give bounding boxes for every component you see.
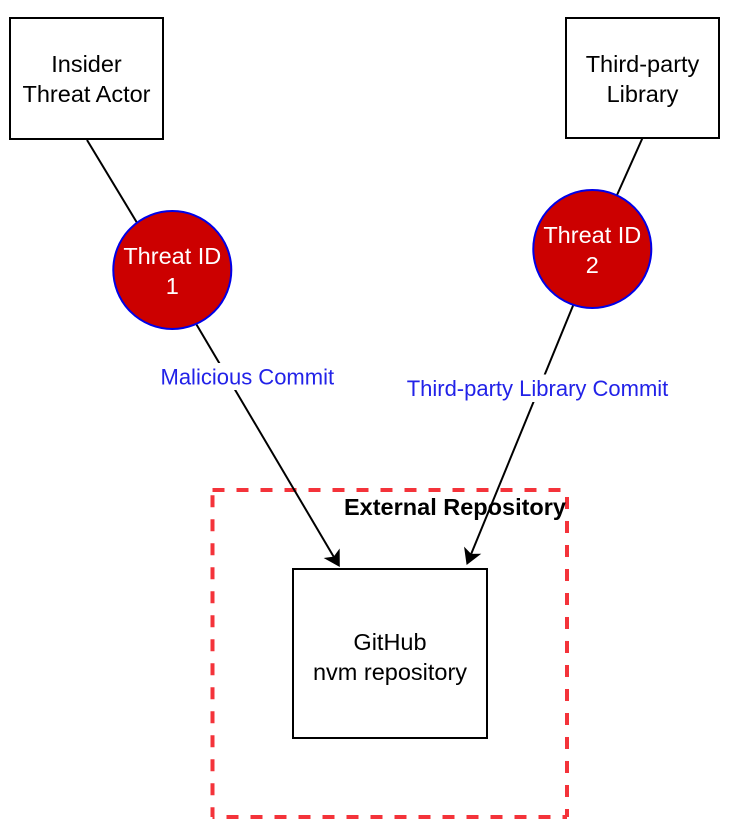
svg-text:Third-party Library Commit: Third-party Library Commit [407, 376, 669, 401]
svg-text:Threat ID: Threat ID [543, 222, 641, 248]
svg-text:Library: Library [607, 81, 679, 107]
svg-text:External Repository: External Repository [344, 494, 566, 520]
svg-text:1: 1 [166, 273, 179, 299]
svg-text:nvm repository: nvm repository [313, 659, 467, 685]
svg-text:2: 2 [586, 252, 599, 278]
svg-text:Threat Actor: Threat Actor [23, 81, 151, 107]
svg-text:GitHub: GitHub [353, 629, 426, 655]
svg-text:Malicious Commit: Malicious Commit [161, 364, 335, 389]
svg-text:Threat ID: Threat ID [123, 243, 221, 269]
svg-text:Insider: Insider [51, 51, 122, 77]
svg-text:Third-party: Third-party [586, 51, 700, 77]
